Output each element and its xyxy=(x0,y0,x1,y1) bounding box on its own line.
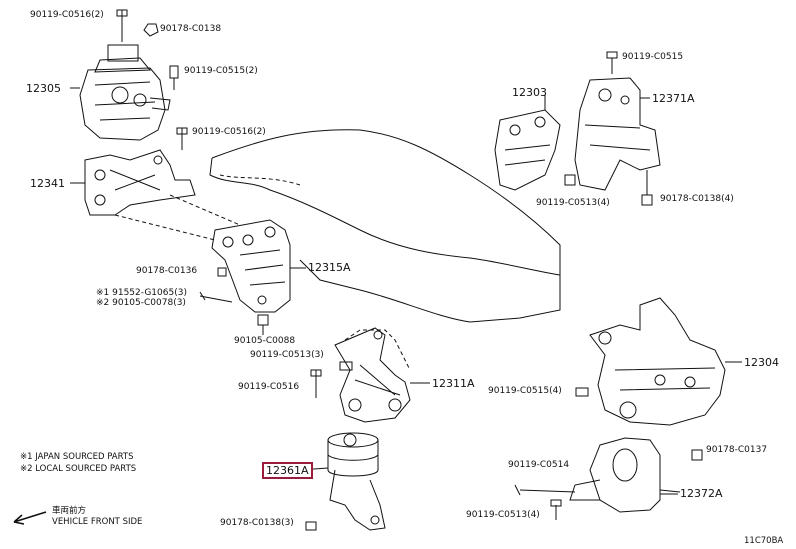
label-90119-c0515-2: 90119-C0515(2) xyxy=(184,66,258,76)
part-12304 xyxy=(589,297,726,426)
part-12341 xyxy=(84,149,196,216)
label-90119-c0515-tr: 90119-C0515 xyxy=(622,52,684,62)
label-90119-c0513-4-top: 90119-C0513(4) xyxy=(536,198,610,208)
label-90105-c0078: ※2 90105-C0078(3) xyxy=(96,298,186,308)
label-90105-c0088: 90105-C0088 xyxy=(234,336,296,346)
label-91552-g1065: ※1 91552-G1065(3) xyxy=(96,288,187,298)
part-12311a xyxy=(334,327,411,423)
label-12371a: 12371A xyxy=(652,92,695,105)
part-12315a xyxy=(211,219,291,313)
label-12305: 12305 xyxy=(26,82,61,95)
label-12304: 12304 xyxy=(744,356,779,369)
part-12303 xyxy=(494,109,561,191)
label-12315a: 12315A xyxy=(308,261,351,274)
label-12341: 12341 xyxy=(30,177,65,190)
label-90119-c0513-3: 90119-C0513(3) xyxy=(250,350,324,360)
label-90178-c0138-4: 90178-C0138(4) xyxy=(660,194,734,204)
label-90178-c0138-3: 90178-C0138(3) xyxy=(220,518,294,528)
label-90119-c0516-mid: 90119-C0516(2) xyxy=(192,127,266,137)
label-12303: 12303 xyxy=(512,86,547,99)
label-12311a: 12311A xyxy=(432,377,475,390)
label-90119-c0513-4-bot: 90119-C0513(4) xyxy=(466,510,540,520)
label-90119-c0516-top: 90119-C0516(2) xyxy=(30,10,104,20)
label-90119-c0514: 90119-C0514 xyxy=(508,460,570,470)
note-local-sourced: ※2 LOCAL SOURCED PARTS xyxy=(20,464,137,474)
part-12372a xyxy=(569,437,681,513)
label-90178-c0136: 90178-C0136 xyxy=(136,266,198,276)
label-90119-c0516: 90119-C0516 xyxy=(238,382,300,392)
figure-id: 11C70BA xyxy=(744,536,784,546)
label-90178-c0138-top: 90178-C0138 xyxy=(160,24,222,34)
engine-outline xyxy=(211,129,561,323)
note-japan-sourced: ※1 JAPAN SOURCED PARTS xyxy=(20,452,134,462)
part-12361a xyxy=(299,432,386,531)
part-12305 xyxy=(79,44,171,141)
note-front-jp: 車両前方 xyxy=(52,506,87,516)
label-12361a-highlighted[interactable]: 12361A xyxy=(262,462,313,479)
bolt-top xyxy=(116,9,128,42)
front-arrow xyxy=(13,511,47,525)
note-front-en: VEHICLE FRONT SIDE xyxy=(52,517,143,527)
label-90119-c0515-4: 90119-C0515(4) xyxy=(488,386,562,396)
label-90178-c0137: 90178-C0137 xyxy=(706,445,768,455)
label-12372a: 12372A xyxy=(680,487,723,500)
part-12371a xyxy=(574,77,661,191)
